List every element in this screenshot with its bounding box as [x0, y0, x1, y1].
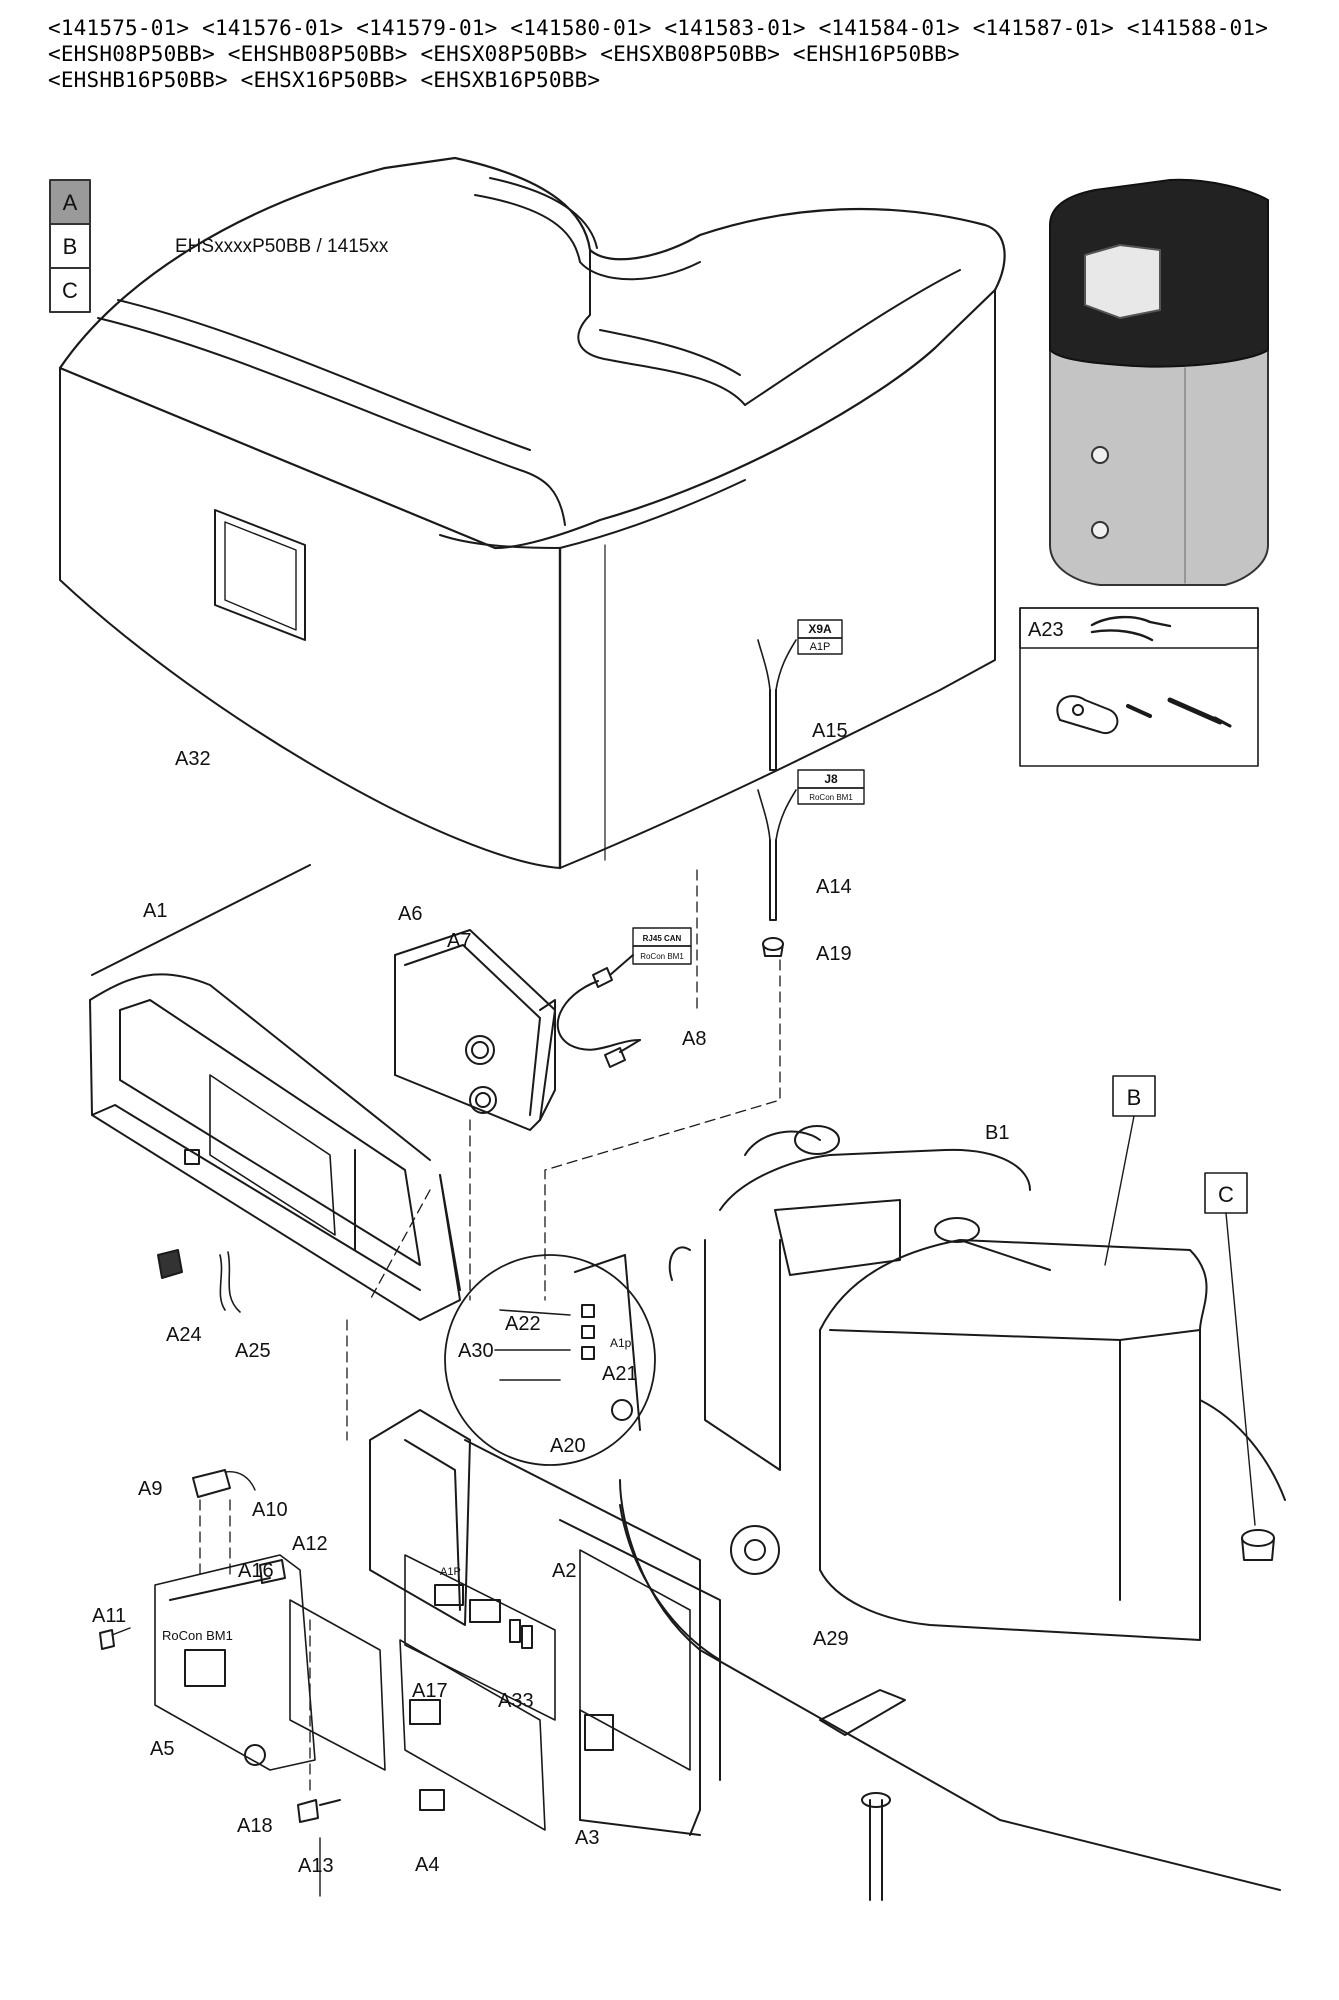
label-a6: A6 — [398, 903, 422, 925]
a23-accessory-box — [1019, 607, 1259, 767]
switch-a24 — [157, 1249, 241, 1313]
pcb-a1p-text: A1P — [440, 1566, 461, 1578]
variant-tabs: A B C — [49, 179, 91, 313]
rocon-board-a5 — [154, 1554, 316, 1771]
label-a2: A2 — [552, 1560, 576, 1582]
label-a9: A9 — [138, 1478, 162, 1500]
label-a12: A12 — [292, 1533, 328, 1555]
label-a4: A4 — [415, 1854, 439, 1876]
cable-a14 — [757, 769, 865, 921]
control-unit-a7 — [394, 929, 556, 1131]
assembly-lines — [199, 869, 781, 1791]
label-a20: A20 — [550, 1435, 586, 1457]
label-a3: A3 — [575, 1827, 599, 1849]
label-a14: A14 — [816, 876, 852, 898]
box-x9a: X9A — [808, 622, 832, 636]
tab-c: C — [62, 278, 78, 303]
front-panel-a1 — [89, 864, 461, 1321]
label-a13: A13 — [298, 1855, 334, 1877]
label-a17: A17 — [412, 1680, 448, 1702]
grommet-a19 — [762, 937, 784, 957]
label-a22: A22 — [505, 1313, 541, 1335]
control-box-a2 — [369, 1409, 780, 1836]
rocon-board-text: RoCon BM1 — [162, 1628, 233, 1643]
unit-thumbnail — [1049, 178, 1269, 586]
zoom-detail-circle — [444, 1254, 656, 1466]
label-a25: A25 — [235, 1340, 271, 1362]
label-a11: A11 — [92, 1605, 126, 1627]
label-a30: A30 — [458, 1340, 494, 1362]
header-line-3: <EHSHB16P50BB> <EHSX16P50BB> <EHSXB16P50… — [48, 68, 601, 92]
label-a8: A8 — [682, 1028, 706, 1050]
pcb-a1p — [404, 1554, 556, 1721]
label-a32: A32 — [175, 748, 211, 770]
label-a16: A16 — [238, 1560, 274, 1582]
label-a10: A10 — [252, 1499, 288, 1521]
zoom-a1p: A1p — [610, 1336, 632, 1350]
label-a23: A23 — [1028, 619, 1064, 641]
box-a1p: A1P — [810, 641, 831, 653]
tank-b — [819, 1239, 1208, 1641]
label-a18: A18 — [237, 1815, 273, 1837]
header-line-2: <EHSH08P50BB> <EHSHB08P50BB> <EHSX08P50B… — [48, 42, 960, 66]
label-a1: A1 — [143, 900, 167, 922]
label-a15: A15 — [812, 720, 848, 742]
box-j8-rocon: RoCon BM1 — [809, 793, 853, 802]
board-a3 — [289, 1599, 546, 1831]
header-line-1: <141575-01> <141576-01> <141579-01> <141… — [48, 16, 1269, 40]
cable-a8 — [556, 927, 692, 1068]
top-cover-a32 — [58, 156, 1006, 870]
connector-a16 — [259, 1559, 286, 1584]
connector-a11 — [99, 1627, 131, 1650]
tab-b: B — [63, 234, 78, 259]
label-a5: A5 — [150, 1738, 174, 1760]
label-a29: A29 — [813, 1628, 849, 1650]
model-label: EHSxxxxP50BB / 1415xx — [175, 236, 389, 257]
callout-c: C — [1218, 1182, 1234, 1207]
box-j8: J8 — [824, 772, 838, 786]
connector-a18 — [297, 1799, 341, 1823]
label-a21: A21 — [602, 1363, 638, 1385]
tab-a: A — [63, 190, 78, 215]
connector-a9 — [192, 1469, 256, 1498]
label-b1: B1 — [985, 1122, 1009, 1144]
cable-a15 — [757, 619, 843, 771]
label-a33: A33 — [498, 1690, 534, 1712]
fitting-c — [1241, 1529, 1275, 1561]
pump-b1 — [668, 1125, 1031, 1471]
label-a19: A19 — [816, 943, 852, 965]
label-a24: A24 — [166, 1324, 202, 1346]
label-a7: A7 — [447, 930, 471, 952]
base-plate — [619, 1399, 1286, 1901]
box-rj45-rocon: RoCon BM1 — [640, 952, 684, 961]
box-rj45: RJ45 CAN — [643, 934, 682, 943]
callout-b: B — [1127, 1085, 1142, 1110]
